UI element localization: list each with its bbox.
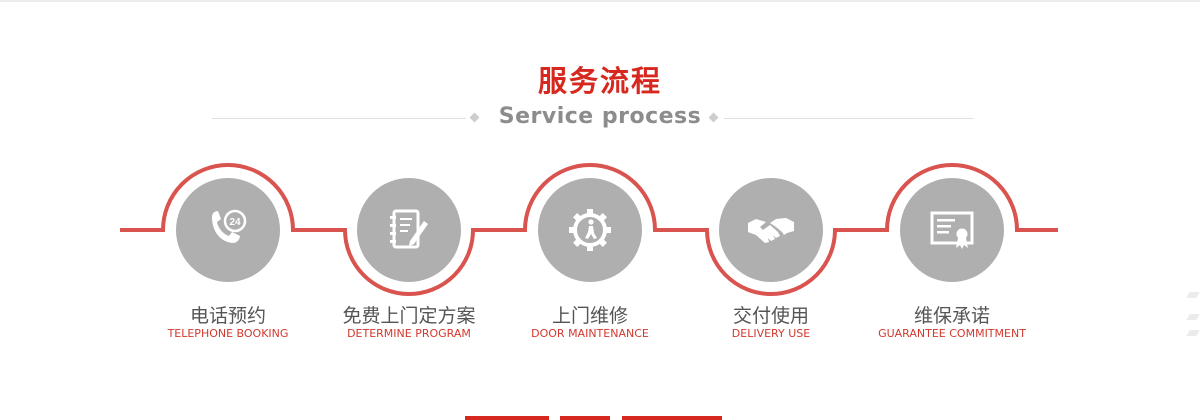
step-5-label-en: GUARANTEE COMMITMENT — [878, 327, 1026, 340]
subtitle-line-left — [212, 118, 466, 119]
step-5-label: 维保承诺 — [913, 305, 990, 327]
tab-stub[interactable] — [622, 416, 722, 420]
subtitle-line-right — [724, 118, 974, 119]
step-4-label: 交付使用 — [732, 305, 809, 327]
svg-text:24: 24 — [229, 217, 241, 228]
step-3-label: 上门维修 — [551, 305, 628, 327]
notebook-pen-icon — [390, 209, 428, 249]
phone-24-icon: 24 — [212, 209, 247, 243]
subtitle-row: Service process — [0, 103, 1200, 133]
step-1-label-en: TELEPHONE BOOKING — [167, 327, 289, 340]
step-4-label-en: DELIVERY USE — [731, 327, 811, 340]
section-title: 服务流程 — [537, 64, 662, 98]
step-5-icon-circle[interactable] — [900, 178, 1004, 282]
gear-person-icon — [569, 209, 611, 251]
tab-stub[interactable] — [560, 416, 610, 420]
step-3-icon-circle[interactable] — [538, 178, 642, 282]
handshake-icon — [748, 218, 794, 243]
step-2-label: 免费上门定方案 — [342, 305, 476, 327]
tab-stub[interactable] — [465, 416, 549, 420]
certificate-icon — [930, 211, 974, 249]
top-divider — [0, 0, 1200, 2]
step-2-icon-circle[interactable] — [357, 178, 461, 282]
section-subtitle: Service process — [498, 104, 702, 129]
step-1-label: 电话预约 — [189, 305, 266, 327]
step-1-icon-circle[interactable]: 24 — [176, 178, 280, 282]
step-2-label-en: DETERMINE PROGRAM — [347, 327, 471, 340]
step-3-label-en: DOOR MAINTENANCE — [531, 327, 649, 340]
step-4-icon-circle[interactable] — [719, 178, 823, 282]
